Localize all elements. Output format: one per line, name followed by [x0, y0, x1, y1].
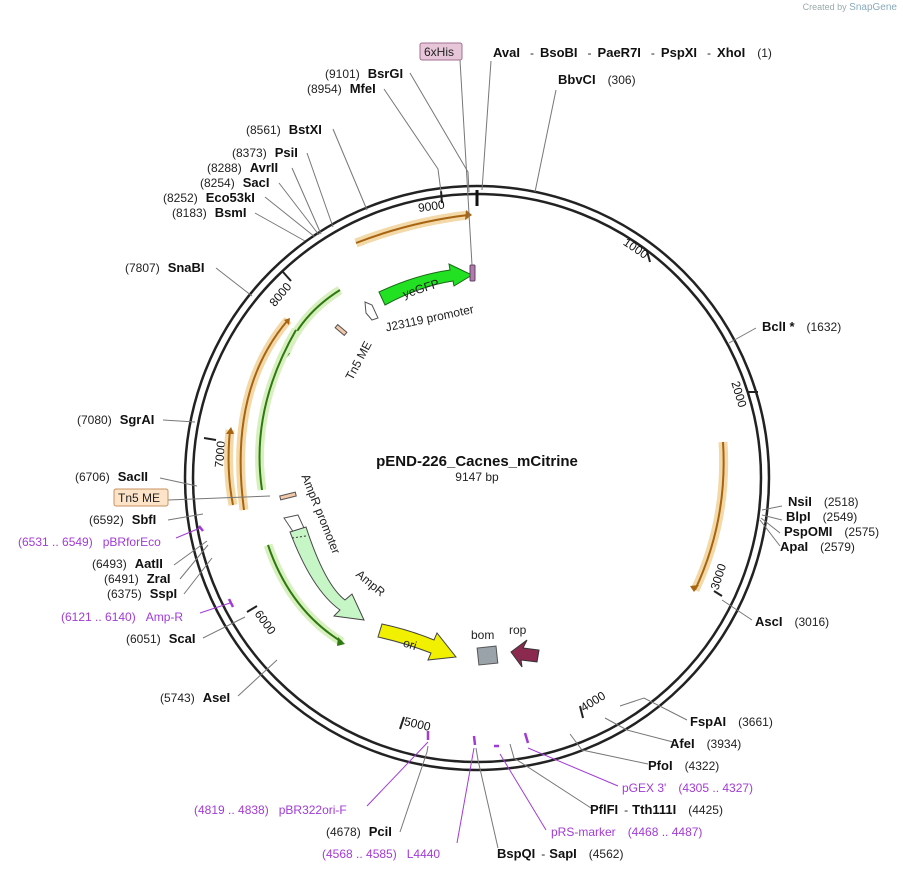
site-label: PflFI-Tth111I(4425) [590, 802, 723, 817]
yeGFP-feature: yeGFP [378, 263, 474, 306]
green-features [255, 286, 345, 646]
site-label: (9101)BsrGI [325, 66, 403, 81]
site-label: (4678)PciI [326, 824, 392, 839]
rop-arrow [510, 639, 540, 668]
arrowhead [465, 210, 472, 220]
site-label: (8183)BsmI [172, 205, 246, 220]
Tn5ME-box: Tn5 ME [113, 488, 169, 507]
feature-arc-right-line [694, 441, 725, 591]
primer-label: pGEX 3'(4305 .. 4327) [622, 781, 753, 795]
Tn5ME-left-mark [279, 491, 297, 501]
site-label: BbvCI(306) [558, 72, 636, 87]
site-label: (8561)BstXI [246, 122, 322, 137]
primer-leaders [175, 527, 619, 844]
tick-label: 9000 [417, 197, 446, 215]
primer-labels: pGEX 3'(4305 .. 4327) pRS-marker(4468 ..… [18, 535, 753, 861]
feature-arc-top-line [355, 214, 469, 244]
arrowhead [337, 637, 345, 646]
plasmid-name: pEND-226_Cacnes_mCitrine [376, 453, 578, 470]
site-label: (6706)SacII [75, 469, 148, 484]
tick-label: 4000 [578, 688, 608, 714]
6xHis-label: 6xHis [424, 45, 454, 59]
site-label: (6491)ZraI [104, 571, 171, 586]
rop-label: rop [509, 623, 527, 637]
primer-label: (6121 .. 6140)Amp-R [61, 610, 183, 624]
tick-label: 3000 [708, 562, 730, 592]
site-label: (7807)SnaBI [125, 260, 205, 275]
site-label: BclI *(1632) [762, 319, 841, 334]
site-label: AvaI-BsoBI-PaeR7I-PspXI-XhoI(1) [493, 45, 772, 60]
6xHis-mark [469, 264, 476, 282]
arrowhead [690, 585, 699, 592]
site-label: (8288)AvrII [207, 160, 278, 175]
site-label: (7080)SgrAI [77, 412, 154, 427]
arrowhead [284, 318, 290, 325]
site-label: BspQI-SapI(4562) [497, 846, 623, 861]
green-arc-3-line [267, 544, 343, 643]
tick-label: 6000 [252, 607, 279, 637]
feature-leaders [167, 59, 473, 501]
backbone-outer [183, 184, 771, 772]
primer-label: (4819 .. 4838)pBR322ori-F [194, 803, 347, 817]
feature-arc-left-small-line [227, 429, 234, 506]
site-label: ApaI(2579) [780, 539, 855, 554]
J23119-label: J23119 promoter [384, 302, 475, 334]
snapgene-credit: Created by SnapGene [803, 2, 897, 13]
site-label: AscI(3016) [755, 614, 829, 629]
tick-label: 2000 [728, 379, 749, 409]
plasmid-length: 9147 bp [455, 470, 499, 484]
Tn5ME-label: Tn5 ME [343, 339, 375, 383]
green-arc-1 [280, 286, 343, 357]
primer-label: (6531 .. 6549)pBRforEco [18, 535, 161, 549]
AmpR-arrow [289, 526, 365, 621]
bom-box [476, 645, 499, 666]
AmpR-label: AmpR [353, 567, 388, 599]
site-label: AfeI(3934) [670, 736, 741, 751]
Tn5ME-box-label: Tn5 ME [118, 491, 160, 505]
site-label: NsiI(2518) [788, 494, 859, 509]
site-label: (6592)SbfI [89, 512, 156, 527]
snapgene-logo: SnapGene [849, 2, 897, 13]
site-label: (6493)AatII [92, 556, 163, 571]
site-label: BlpI(2549) [786, 509, 857, 524]
site-label: PspOMI(2575) [784, 524, 879, 539]
ori-label: ori [401, 636, 418, 653]
site-label: (8254)SacI [200, 175, 269, 190]
primer-label: (4568 .. 4585)L4440 [322, 847, 440, 861]
site-label: (6051)ScaI [126, 631, 195, 646]
site-label: (8954)MfeI [307, 81, 376, 96]
J23119-arrow [364, 301, 379, 321]
site-label: FspAI(3661) [690, 714, 773, 729]
bom-label: bom [471, 628, 494, 642]
site-label: (8373)PsiI [232, 145, 298, 160]
site-label: (5743)AseI [160, 690, 230, 705]
site-label: (8252)Eco53kI [163, 190, 255, 205]
Tn5ME-mark [334, 323, 348, 337]
ori-arrow [377, 623, 457, 661]
site-label: PfoI(4322) [648, 758, 719, 773]
primer-label: pRS-marker(4468 .. 4487) [551, 825, 702, 839]
site-leaders [159, 60, 783, 849]
site-label: (6375)SspI [107, 586, 177, 601]
6xHis-box: 6xHis [419, 42, 463, 61]
primer-marks [198, 525, 530, 748]
green-arc-2-line [258, 329, 297, 491]
tick-label: 5000 [403, 714, 432, 734]
feature-arc-top [354, 210, 469, 248]
orange-features [224, 210, 729, 592]
credit-prefix: Created by [802, 2, 847, 12]
feature-arc-left-outer-line [239, 319, 289, 511]
site-labels: AvaI-BsoBI-PaeR7I-PspXI-XhoI(1) BbvCI(30… [75, 45, 879, 861]
arrowhead [226, 427, 234, 434]
